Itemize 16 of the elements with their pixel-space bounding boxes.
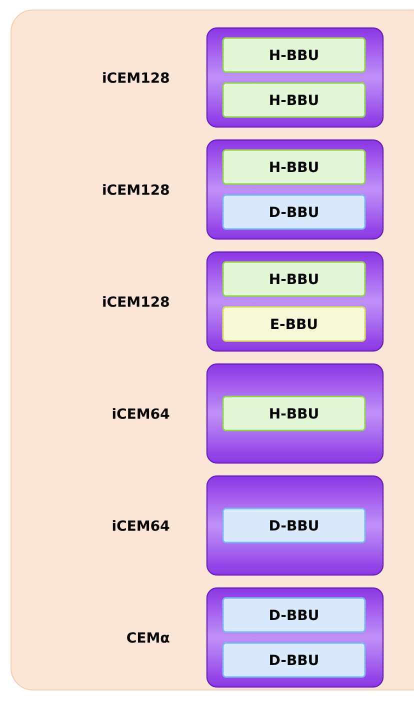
board-box: H-BBU [222, 37, 366, 73]
board-box: E-BBU [222, 306, 366, 342]
board-box: H-BBU [222, 261, 366, 297]
node-label: iCEM128 [103, 296, 169, 307]
board-box: H-BBU [222, 82, 366, 118]
node-label: CEMα [127, 632, 170, 643]
node-label: iCEM64 [112, 408, 170, 419]
board-box: D-BBU [222, 508, 366, 544]
board-box: D-BBU [222, 642, 366, 678]
node-label: iCEM128 [103, 184, 169, 195]
board-box: D-BBU [222, 194, 366, 230]
board-box: D-BBU [222, 597, 366, 633]
node-label: iCEM64 [112, 520, 170, 531]
board-box: H-BBU [222, 149, 366, 185]
board-box: H-BBU [222, 396, 366, 432]
node-label: iCEM128 [103, 72, 169, 83]
